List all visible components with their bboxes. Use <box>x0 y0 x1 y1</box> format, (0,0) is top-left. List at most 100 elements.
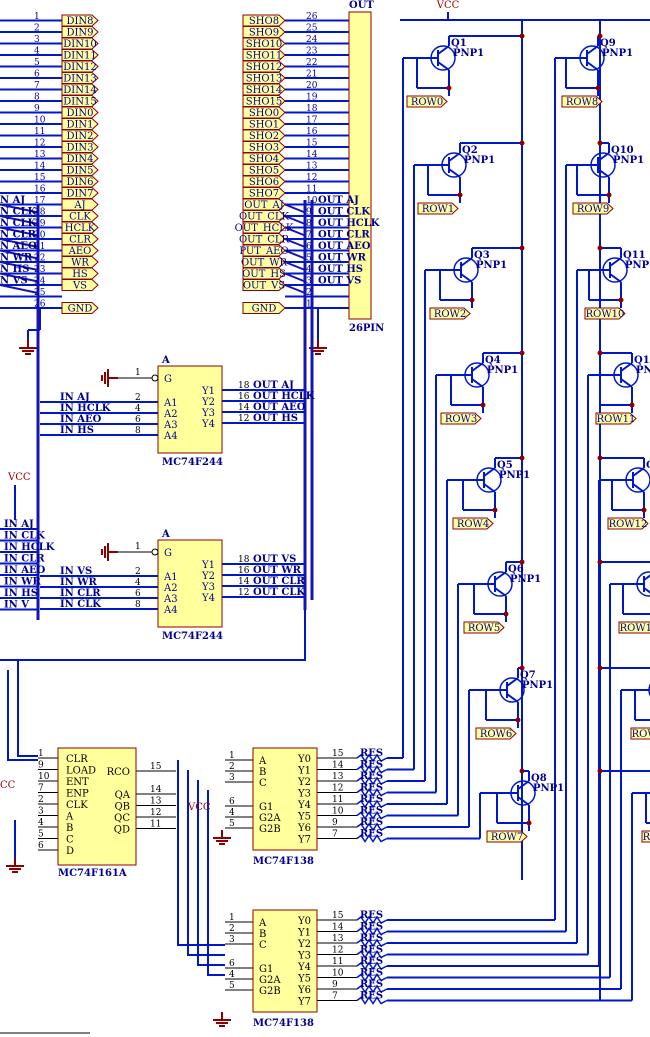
in-pin-number: 5 <box>34 58 40 68</box>
out-pin-number: 9 <box>306 208 312 218</box>
out-port-sho12-label: SHO12 <box>246 62 283 73</box>
in-port-clr <box>61 233 99 245</box>
in-port-din15-label: DIN15 <box>63 97 96 108</box>
buffer1-out-net: OUT AEO <box>253 402 306 413</box>
in-port-din5-label: DIN5 <box>66 166 93 177</box>
buffer2-body <box>157 539 223 628</box>
decoder2-in-pin: 3 <box>229 935 235 945</box>
in-port-din3 <box>61 141 99 153</box>
out-net-label: OUT HCLK <box>318 218 380 229</box>
out-pin-number: 11 <box>306 185 317 195</box>
in-port-din7-label: DIN7 <box>66 189 93 200</box>
buffer2-gate-pin: 1 <box>135 542 141 552</box>
out-port-sho7-label: SHO7 <box>249 189 279 200</box>
row-port-row4 <box>452 517 494 530</box>
decoder1-out-y5: Y5 <box>297 812 311 823</box>
out-pin-number: 3 <box>306 277 312 287</box>
counter-in-pin: 5 <box>38 830 44 840</box>
counter-in-load: LOAD <box>66 766 96 777</box>
in-port-din8-label: DIN8 <box>66 16 93 27</box>
out-port-sho14-label: SHO14 <box>246 85 283 96</box>
in-pin-number: 20 <box>34 231 46 241</box>
out-pin-number: 16 <box>306 127 318 137</box>
decoder2-res-label: RES <box>360 979 383 990</box>
transistor-q7-ref: Q7 <box>520 670 536 681</box>
in-port-aj <box>61 198 99 211</box>
buffer1-in-net: IN HS <box>60 425 94 436</box>
decoder1-resistor <box>356 753 388 763</box>
decoder2-res-label: RES <box>360 922 383 933</box>
buffer1-in-net: IN AJ <box>60 392 90 403</box>
decoder1-out-pin: 15 <box>332 749 344 759</box>
decoder2-res-label: RES <box>360 933 383 944</box>
transistor-col2-3-circle <box>613 362 639 388</box>
left-mid-net: IN V <box>4 600 29 611</box>
decoder2-in-c: C <box>259 940 267 951</box>
out-port-sho1-label: SHO1 <box>249 120 279 131</box>
decoder1-part: MC74F138 <box>253 856 314 867</box>
junction-emitter <box>519 768 525 774</box>
in-port-din3-label: DIN3 <box>66 143 93 154</box>
row-port-row11-label: ROW11 <box>597 414 636 425</box>
out-port-gnd <box>242 302 286 314</box>
buffer2-in-2: A3 <box>163 594 178 605</box>
decoder2-out-y4: Y4 <box>297 962 311 973</box>
counter-out-pin: 12 <box>150 808 161 818</box>
decoder1-res-label: RES <box>360 829 383 840</box>
in-pin-number: 7 <box>34 81 40 91</box>
decoder1-res-label: RES <box>360 771 383 782</box>
out-port-sho9-label: SHO9 <box>249 28 279 39</box>
in-pin-number: 12 <box>34 139 45 149</box>
in-port-gnd <box>61 302 99 314</box>
decoder1-res-label: RES <box>360 794 383 805</box>
in-net-label: N VS <box>0 276 28 287</box>
junction-emitter <box>519 665 525 671</box>
in-port-aeo-label: AEO <box>68 246 92 257</box>
buffer2-in-0: A1 <box>163 572 178 583</box>
in-port-din10-label: DIN10 <box>63 39 96 50</box>
row-port-row8-label: ROW8 <box>566 97 598 108</box>
in-pin-number: 14 <box>34 162 46 172</box>
decoder1-in-pin: 2 <box>229 762 235 772</box>
buffer2-out-net: OUT CLK <box>253 587 305 598</box>
out-port-out_aj <box>242 198 286 211</box>
out-port-sho2-label: SHO2 <box>249 131 279 142</box>
in-port-din1 <box>61 118 99 130</box>
transistor-q5-type: PNP1 <box>499 470 530 481</box>
buffer1-in-3: A4 <box>163 431 178 442</box>
in-pin-number: 19 <box>34 219 46 229</box>
in-port-din12 <box>61 60 99 73</box>
counter-out-qc: QC <box>114 813 130 824</box>
buffer1-gate-bubble <box>151 374 159 382</box>
out-connector-part: 26PIN <box>349 323 384 334</box>
out-port-sho0-label: SHO0 <box>249 108 279 119</box>
in-port-din6 <box>61 175 99 188</box>
junction-collector <box>446 85 452 91</box>
row-port-row0-label: ROW0 <box>411 97 443 108</box>
in-port-hclk-label: HCLK <box>65 223 96 234</box>
left-mid-net: IN CLK <box>4 531 45 542</box>
decoder2-resistor <box>356 984 388 994</box>
row-port-row12 <box>607 517 649 530</box>
left-mid-net: IN HCLK <box>4 542 55 553</box>
buffer2-out-pin: 12 <box>238 588 249 598</box>
out-port-out_vs <box>242 279 286 291</box>
row-port-row7 <box>486 830 528 843</box>
decoder1-in-g2a: G2A <box>259 813 281 824</box>
in-port-aj-label: AJ <box>73 200 85 211</box>
counter-in-ent: ENT <box>66 777 89 788</box>
out-net-label: OUT CLR <box>318 230 370 241</box>
decoder2-in-pin: 4 <box>229 970 235 980</box>
decoder1-in-pin: 1 <box>229 751 235 761</box>
vcc-counter-label: CC <box>0 780 16 791</box>
decoder2-out-y1: Y1 <box>297 928 311 939</box>
out-port-gnd-label: GND <box>252 304 277 315</box>
out-pin-number: 25 <box>306 24 318 34</box>
in-port-din11 <box>61 49 99 61</box>
row-port-row9-label: ROW9 <box>577 204 609 215</box>
junction-emitter <box>519 350 525 356</box>
counter-in-clr: CLR <box>66 754 88 765</box>
row-port-row12-label: ROW12 <box>609 519 648 530</box>
in-port-clr-label: CLR <box>69 235 91 246</box>
